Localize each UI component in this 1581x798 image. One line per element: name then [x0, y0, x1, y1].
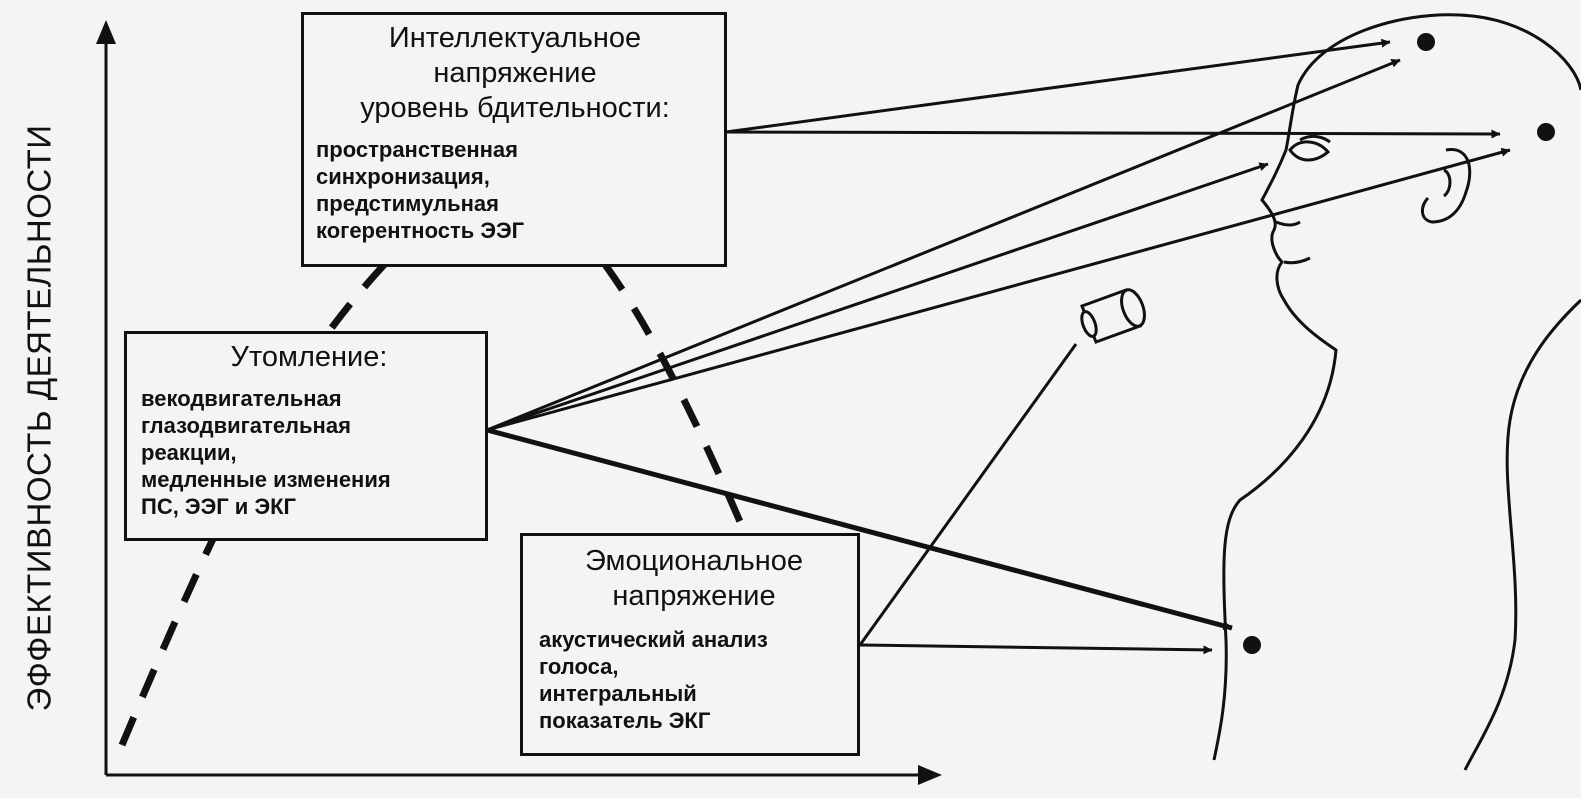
- intellectual-detail-line: предстимульная: [316, 191, 499, 216]
- fatigue-detail-line: векодвигательная: [141, 386, 342, 411]
- fatigue-detail-line: ПС, ЭЭГ и ЭКГ: [141, 494, 296, 519]
- emotional-detail-line: голоса,: [539, 654, 619, 679]
- eye-icon: [1288, 134, 1331, 162]
- sensor-dot-back: [1537, 123, 1555, 141]
- box-emotional-tension: Эмоциональное напряжение акустический ан…: [520, 533, 860, 756]
- sensor-dot-top: [1417, 33, 1435, 51]
- intellectual-detail-line: пространственная: [316, 137, 518, 162]
- ear-icon: [1421, 148, 1472, 224]
- box-intellectual-details: пространственная синхронизация, предстим…: [316, 136, 714, 244]
- box-emotional-details: акустический анализ голоса, интегральный…: [539, 626, 849, 734]
- intellectual-title-line: напряжение: [433, 57, 597, 89]
- arrow-fatigue-to-eye: [486, 162, 1269, 432]
- arrow-fatigue-to-back: [486, 147, 1511, 432]
- fatigue-detail-line: глазодвигательная: [141, 413, 351, 438]
- emotional-detail-line: показатель ЭКГ: [539, 708, 711, 733]
- fatigue-detail-line: реакции,: [141, 440, 237, 465]
- y-axis-label: ЭФФЕКТИВНОСТЬ ДЕЯТЕЛЬНОСТИ: [4, 82, 76, 754]
- emotional-title-line: Эмоциональное: [585, 545, 803, 577]
- arrow-intellect-to-back: [725, 129, 1501, 139]
- box-intellectual-title: Интеллектуальное напряжение уровень бдит…: [316, 21, 714, 126]
- box-fatigue-title: Утомление:: [141, 340, 477, 375]
- head-silhouette: [1212, 13, 1581, 771]
- fatigue-detail-line: медленные изменения: [141, 467, 391, 492]
- intellectual-detail-line: синхронизация,: [316, 164, 490, 189]
- arrow-intellect-to-top: [725, 38, 1391, 134]
- mouth-icon: [1275, 220, 1311, 265]
- arrow-emotion-to-mic: [858, 343, 1078, 646]
- box-fatigue: Утомление: векодвигательная глазодвигате…: [124, 331, 488, 541]
- performance-curve: [118, 179, 754, 747]
- arrow-fatigue-to-top: [486, 58, 1401, 432]
- fatigue-title-line: Утомление:: [230, 341, 388, 373]
- arrow-emotion-to-chest: [859, 643, 1213, 655]
- box-fatigue-details: векодвигательная глазодвигательная реакц…: [141, 385, 477, 520]
- emotional-detail-line: интегральный: [539, 681, 697, 706]
- microphone-icon: [1080, 288, 1146, 344]
- box-intellectual-tension: Интеллектуальное напряжение уровень бдит…: [301, 12, 727, 267]
- intellectual-detail-line: когерентность ЭЭГ: [316, 218, 525, 243]
- sensor-dot-chest: [1243, 636, 1261, 654]
- intellectual-title-line: уровень бдительности:: [360, 92, 670, 124]
- x-axis-arrowhead: [918, 765, 942, 785]
- y-axis-label-text: ЭФФЕКТИВНОСТЬ ДЕЯТЕЛЬНОСТИ: [21, 124, 58, 712]
- emotional-detail-line: акустический анализ: [539, 627, 768, 652]
- intellectual-title-line: Интеллектуальное: [388, 22, 642, 54]
- arrow-fatigue-to-chest: [486, 427, 1233, 631]
- box-emotional-title: Эмоциональное напряжение: [539, 544, 849, 614]
- emotional-title-line: напряжение: [612, 580, 776, 612]
- y-axis-arrowhead: [96, 20, 116, 44]
